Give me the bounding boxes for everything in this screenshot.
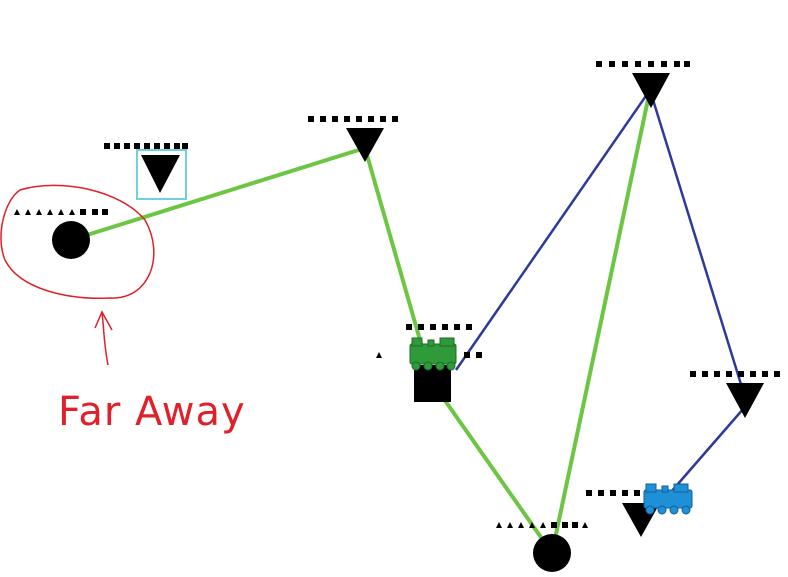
node-stop-c[interactable] (596, 61, 690, 108)
dot-marker-row (596, 61, 690, 67)
annotation-arrow-head (94, 310, 113, 331)
node-stop-d[interactable] (690, 371, 780, 418)
depot-square (414, 365, 451, 402)
green-route-hub-to-stop-c (550, 89, 652, 554)
routes-layer (70, 89, 746, 555)
dot-marker-row (690, 371, 780, 377)
station-circle (533, 534, 571, 572)
stop-triangle (632, 73, 670, 108)
dot-marker-row (308, 116, 398, 122)
triangle-marker-row (496, 522, 588, 528)
node-stop-b[interactable] (308, 116, 398, 162)
node-hub-station[interactable] (496, 522, 588, 572)
dot-marker-row (376, 324, 482, 358)
annotation-arrow-shaft (101, 311, 109, 366)
annotation-circle-outline (0, 184, 155, 299)
station-circle (52, 221, 90, 259)
green-train-icon[interactable] (409, 337, 457, 371)
dot-marker-row (586, 490, 640, 496)
blue-route-depot-to-stop-c (454, 89, 652, 371)
node-depot[interactable] (376, 324, 482, 402)
stop-triangle (346, 128, 384, 162)
annotation-group: Far Away (0, 184, 246, 435)
dot-marker-row (104, 143, 188, 149)
stop-triangle (726, 383, 764, 418)
blue-train-icon[interactable] (643, 483, 693, 515)
blue-route-stop-c-to-stop-d (648, 89, 746, 395)
green-route-far-to-stop-b (70, 146, 366, 242)
stop-triangle (141, 155, 180, 193)
triangle-marker-row (14, 209, 108, 215)
node-stop-a[interactable] (104, 143, 188, 200)
annotation-text: Far Away (58, 389, 246, 435)
selection-box (136, 149, 187, 200)
node-far-station[interactable] (14, 209, 108, 259)
